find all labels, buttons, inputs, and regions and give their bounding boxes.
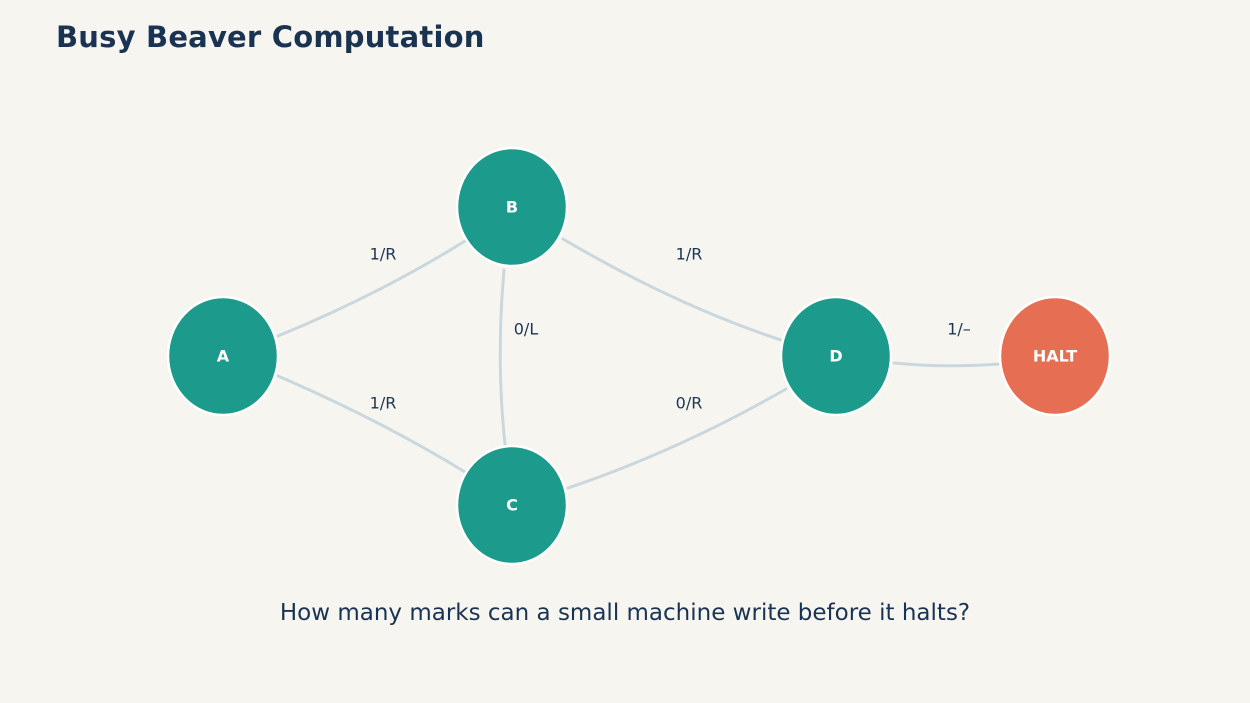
node-b: B bbox=[455, 146, 569, 268]
node-b-circle bbox=[455, 146, 569, 268]
node-halt-circle bbox=[998, 295, 1112, 417]
node-c-label: C bbox=[506, 496, 518, 515]
edge-layer bbox=[276, 237, 1002, 490]
edge-a-to-b bbox=[276, 239, 467, 338]
node-d-circle bbox=[779, 295, 893, 417]
edge-a-to-c bbox=[276, 374, 467, 474]
edge-b-to-c bbox=[498, 268, 507, 446]
node-c-circle bbox=[455, 444, 569, 566]
node-d: D bbox=[779, 295, 893, 417]
node-halt-label: HALT bbox=[1033, 347, 1077, 366]
node-a-label: A bbox=[217, 347, 230, 366]
edge-b-to-d-label: 1/R bbox=[676, 245, 703, 264]
edge-d-to-halt-label: 1/– bbox=[947, 320, 971, 339]
node-a: A bbox=[166, 295, 280, 417]
edge-label-layer: 1/R 1/R 0/L 1/R 0/R 1/– bbox=[370, 245, 971, 413]
edge-d-to-halt bbox=[892, 361, 1002, 368]
edge-b-to-c-label: 0/L bbox=[514, 320, 539, 339]
node-a-circle bbox=[166, 295, 280, 417]
node-halt: HALT bbox=[998, 295, 1112, 417]
edge-c-to-d-label: 0/R bbox=[676, 394, 703, 413]
edge-c-to-d bbox=[566, 387, 788, 490]
edge-b-to-d bbox=[561, 237, 783, 342]
page-title: Busy Beaver Computation bbox=[56, 20, 485, 54]
node-layer: A B C D HALT bbox=[166, 146, 1112, 566]
node-b-label: B bbox=[506, 198, 518, 217]
edge-a-to-b-label: 1/R bbox=[370, 245, 397, 264]
edge-a-to-c-label: 1/R bbox=[370, 394, 397, 413]
node-d-label: D bbox=[829, 347, 842, 366]
node-c: C bbox=[455, 444, 569, 566]
diagram-caption: How many marks can a small machine write… bbox=[279, 600, 971, 626]
